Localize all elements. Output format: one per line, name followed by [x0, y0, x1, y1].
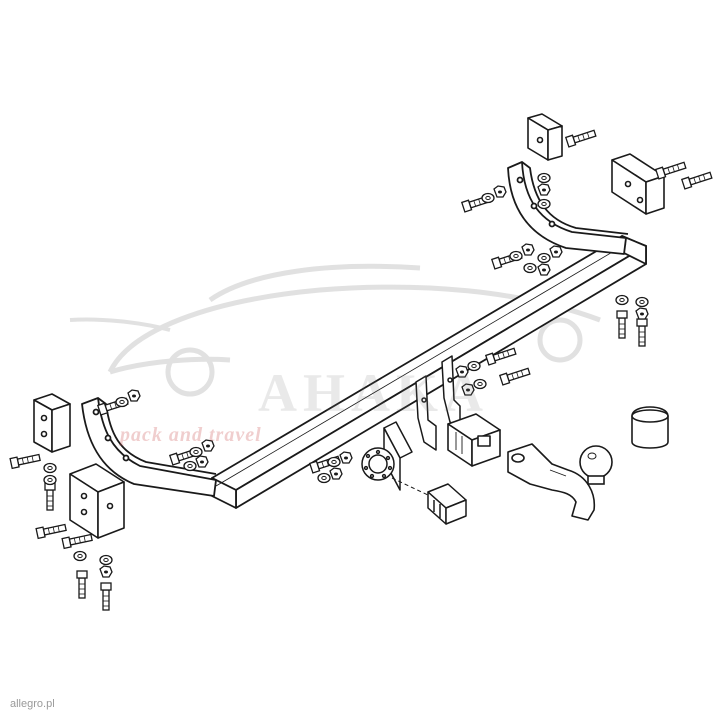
top-mount-bracket	[527, 113, 563, 161]
assembly-guide-line	[391, 477, 431, 497]
source-credit-text: allegro.pl	[10, 698, 55, 710]
plug-connector	[427, 483, 467, 525]
centre-bracket-right	[441, 355, 461, 429]
tow-ball	[579, 445, 613, 485]
tow-ball-neck	[507, 443, 596, 521]
left-lower-bracket	[69, 463, 125, 539]
right-side-arm	[507, 161, 629, 255]
right-mount-bracket	[611, 153, 665, 215]
tow-ball-cover	[631, 406, 669, 449]
fasteners-top-right	[461, 127, 714, 213]
hitch-receiver-block	[447, 413, 501, 467]
centre-bracket-left	[415, 375, 437, 451]
left-upper-bracket	[33, 393, 71, 453]
electrical-socket-plate	[361, 421, 413, 491]
